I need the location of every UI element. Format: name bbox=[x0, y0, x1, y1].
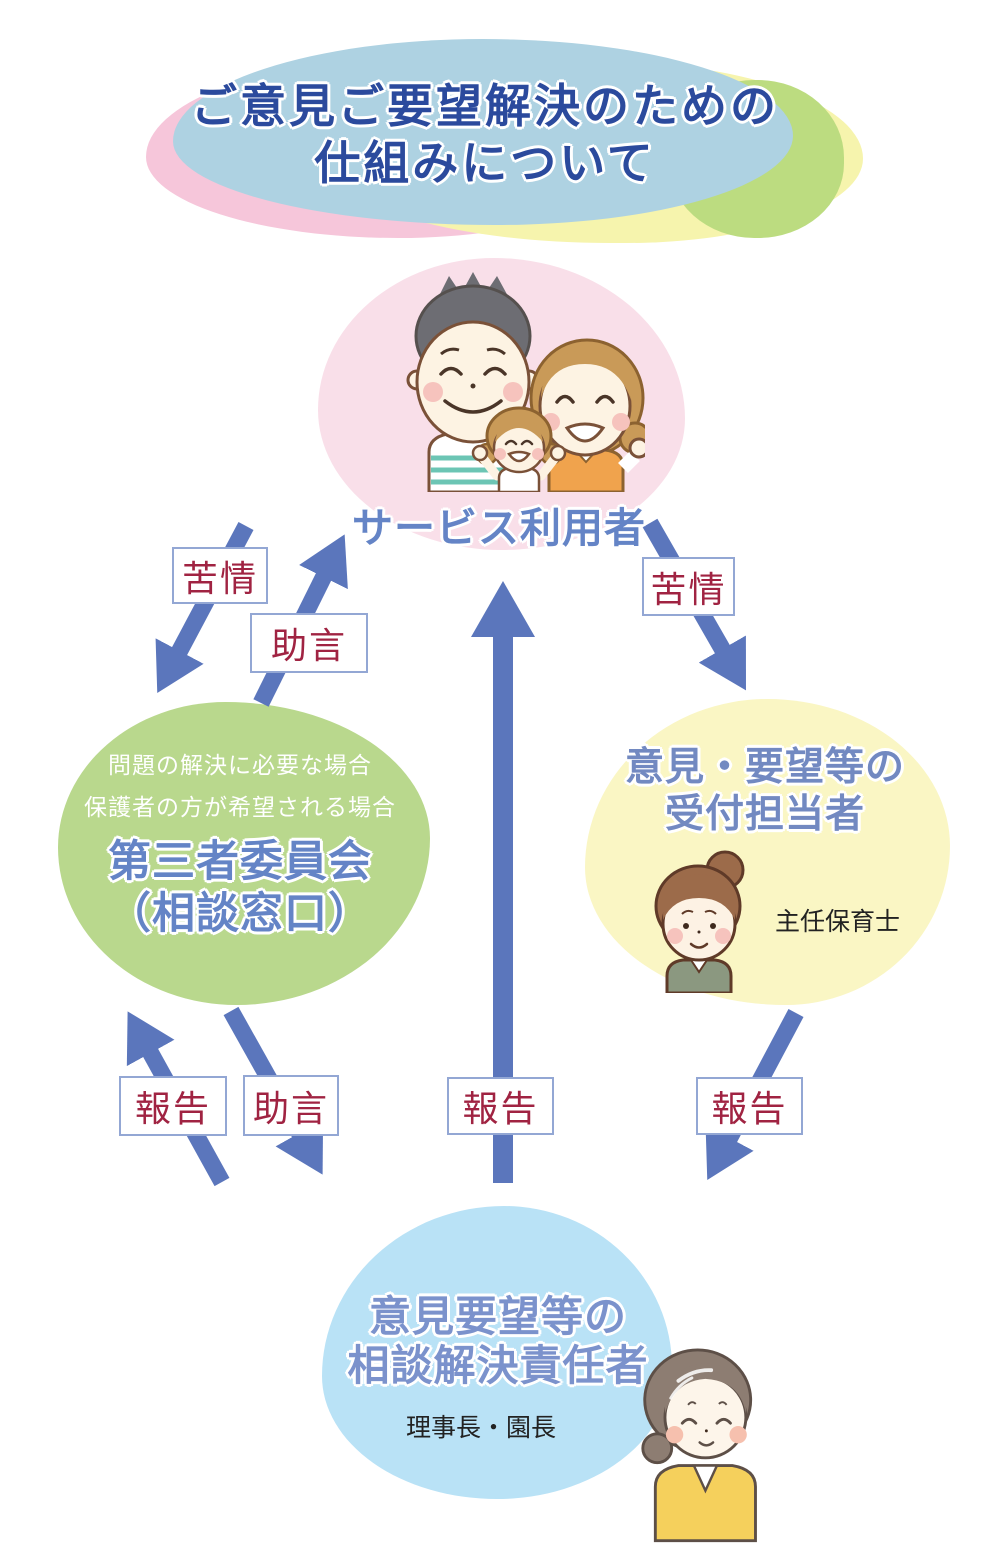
complaint-right-label: 苦情 bbox=[642, 557, 735, 616]
reception-name-line2: 受付担当者 bbox=[664, 793, 865, 836]
committee-name: 第三者委員会 （相談窓口） bbox=[58, 836, 422, 940]
report-right-label: 報告 bbox=[696, 1077, 803, 1135]
resolver-name-line1: 意見要望等の bbox=[368, 1293, 627, 1340]
nursery-teacher-illustration bbox=[654, 850, 745, 993]
reception-staff-blob bbox=[585, 699, 950, 1005]
committee-condition-1: 問題の解決に必要な場合 bbox=[108, 752, 372, 778]
complaint-left-label: 苦情 bbox=[172, 547, 268, 604]
resolver-name-line2: 相談解決責任者 bbox=[347, 1342, 649, 1389]
page-title-line1: ご意見ご要望解決のための bbox=[191, 80, 779, 132]
third-party-committee-blob bbox=[58, 702, 430, 1005]
page-title: ご意見ご要望解決のための 仕組みについて bbox=[175, 78, 795, 192]
resolver-role: 理事長・園長 bbox=[405, 1414, 556, 1442]
director-illustration bbox=[641, 1348, 757, 1543]
title-blob-blue bbox=[173, 39, 793, 225]
family-illustration bbox=[406, 272, 645, 492]
resolver-name: 意見要望等の 相談解決責任者 bbox=[322, 1292, 674, 1390]
committee-name-line1: 第三者委員会 bbox=[108, 838, 372, 886]
resolution-manager-blob bbox=[322, 1206, 672, 1499]
report-center-label: 報告 bbox=[447, 1077, 554, 1135]
report-left-label: 報告 bbox=[119, 1076, 227, 1136]
advice-upper-label: 助言 bbox=[250, 613, 368, 673]
advice-lower-label: 助言 bbox=[243, 1075, 339, 1136]
committee-name-line2: （相談窓口） bbox=[108, 890, 372, 938]
reception-name-line1: 意見・要望等の bbox=[624, 746, 905, 789]
child-figure bbox=[471, 406, 567, 492]
reception-role: 主任保育士 bbox=[774, 908, 900, 936]
committee-condition-2: 保護者の方が希望される場合 bbox=[84, 794, 396, 820]
reception-name: 意見・要望等の 受付担当者 bbox=[585, 744, 945, 838]
mother-figure bbox=[527, 338, 645, 492]
page-title-line2: 仕組みについて bbox=[314, 137, 656, 189]
service-user-label: サービス利用者 bbox=[352, 505, 646, 551]
